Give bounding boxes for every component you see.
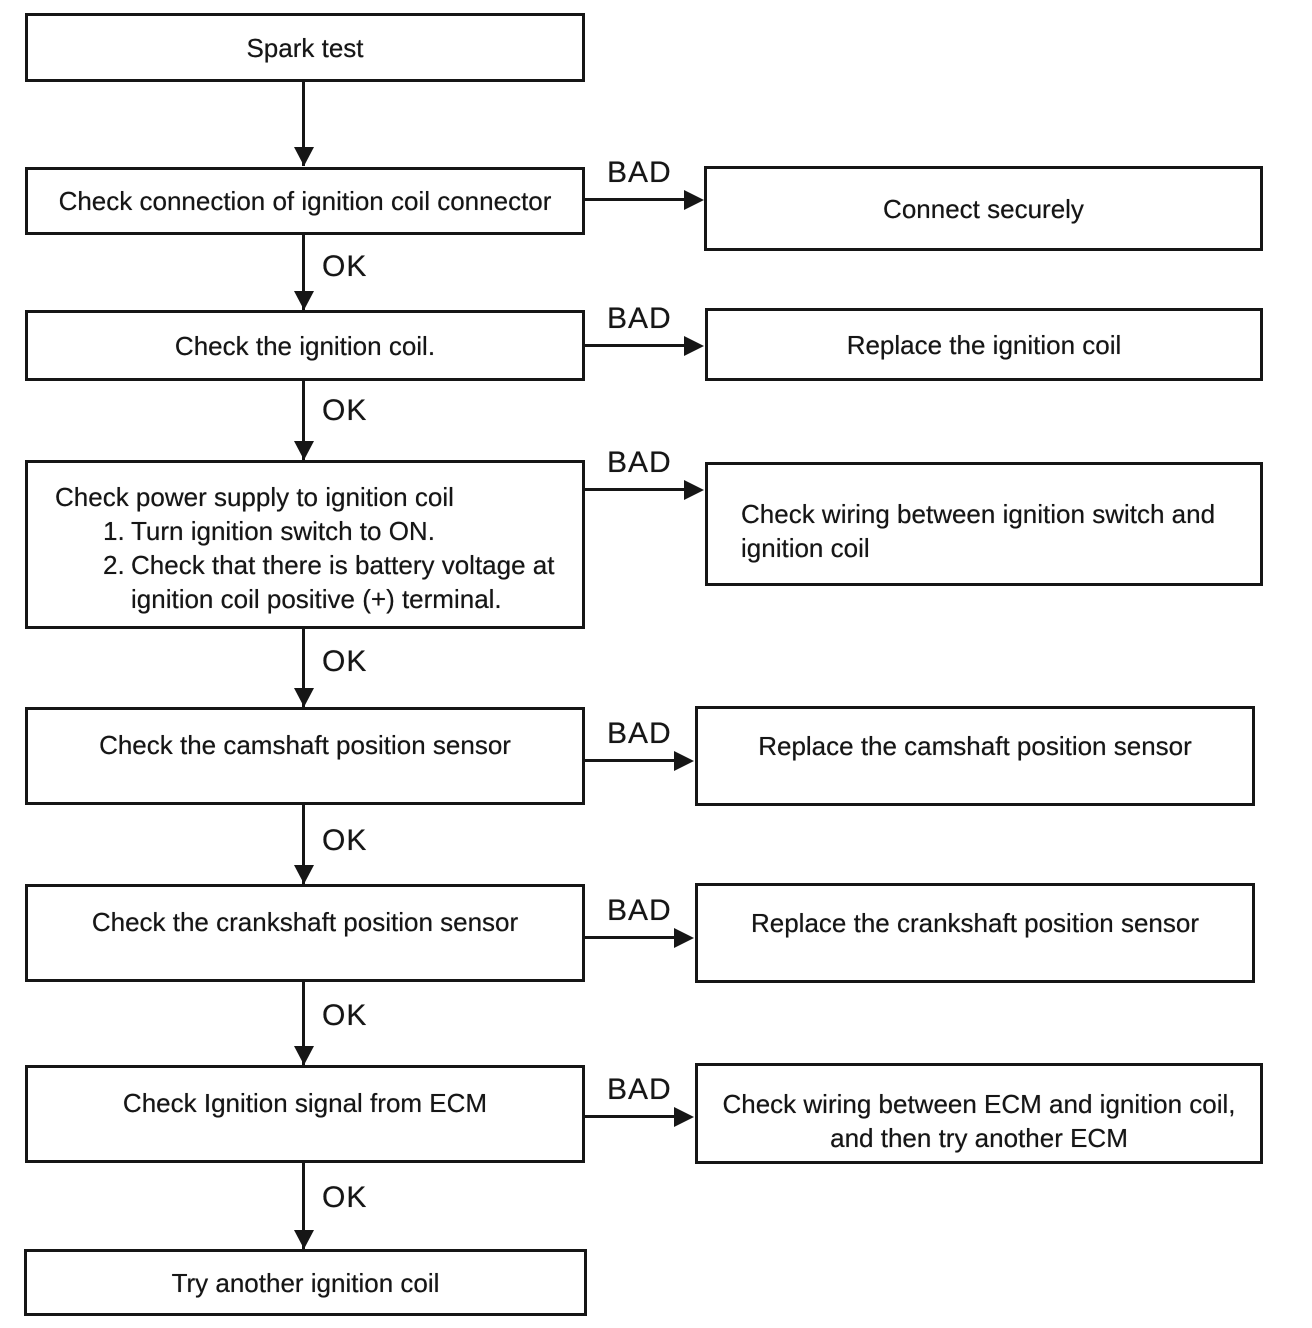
node-replace-camshaft-sensor: Replace the camshaft position sensor <box>695 706 1255 806</box>
node-check-wiring-switch: Check wiring between ignition switch and… <box>705 462 1263 586</box>
node-replace-ignition-coil: Replace the ignition coil <box>705 308 1263 381</box>
node-check-ecm-signal-label: Check Ignition signal from ECM <box>122 1088 488 1118</box>
node-spark-test: Spark test <box>25 13 585 82</box>
power-supply-step-1: 1.Turn ignition switch to ON. <box>28 514 576 548</box>
node-spark-test-label: Spark test <box>246 32 364 63</box>
power-supply-step-1-text: Turn ignition switch to ON. <box>131 516 435 546</box>
ok-label-ecm: OK <box>322 1181 368 1214</box>
arrow-power-supply-bad <box>585 488 684 491</box>
bad-label-coil: BAD <box>607 302 672 335</box>
power-supply-step-2: 2.Check that there is battery voltage at <box>28 548 576 582</box>
arrow-crankshaft-to-ecm <box>302 982 305 1065</box>
node-check-camshaft-sensor: Check the camshaft position sensor <box>25 707 585 805</box>
node-check-connection-label: Check connection of ignition coil connec… <box>58 186 552 216</box>
arrow-connection-bad <box>585 198 684 201</box>
node-check-ecm-signal: Check Ignition signal from ECM <box>25 1065 585 1163</box>
arrow-ecm-to-try-another <box>302 1163 305 1249</box>
arrow-spark-to-connection <box>302 82 305 166</box>
ok-label-coil: OK <box>322 394 368 427</box>
ok-label-connection: OK <box>322 250 368 283</box>
node-check-connection: Check connection of ignition coil connec… <box>25 167 585 235</box>
node-check-crankshaft-sensor: Check the crankshaft position sensor <box>25 884 585 982</box>
ok-label-camshaft: OK <box>322 824 368 857</box>
ok-label-power: OK <box>322 645 368 678</box>
node-try-another-coil: Try another ignition coil <box>24 1249 587 1316</box>
arrow-camshaft-bad <box>585 759 674 762</box>
arrow-power-supply-to-camshaft <box>302 629 305 707</box>
arrow-camshaft-to-crankshaft <box>302 805 305 884</box>
power-supply-step-2-text: Check that there is battery voltage at <box>131 550 555 580</box>
node-try-another-coil-label: Try another ignition coil <box>171 1267 440 1298</box>
node-check-crankshaft-sensor-label: Check the crankshaft position sensor <box>91 907 519 937</box>
power-supply-step-2-number: 2. <box>103 550 125 580</box>
power-supply-step-2-continuation: ignition coil positive (+) terminal. <box>131 584 502 614</box>
node-check-wiring-switch-line-2: ignition coil <box>741 533 870 563</box>
node-replace-crankshaft-sensor-label: Replace the crankshaft position sensor <box>750 908 1200 938</box>
node-connect-securely-label: Connect securely <box>883 193 1084 224</box>
arrow-coil-bad <box>585 344 684 347</box>
node-check-wiring-ecm: Check wiring between ECM and ignition co… <box>695 1063 1263 1164</box>
arrow-connection-to-coil <box>302 235 305 310</box>
node-check-camshaft-sensor-label: Check the camshaft position sensor <box>99 730 511 760</box>
bad-label-power: BAD <box>607 446 672 479</box>
node-check-ignition-coil-label: Check the ignition coil. <box>174 330 436 361</box>
node-check-wiring-switch-line-1: Check wiring between ignition switch and <box>741 499 1216 529</box>
node-check-wiring-ecm-line-2: and then try another ECM <box>830 1123 1128 1153</box>
arrow-crankshaft-bad <box>585 936 674 939</box>
node-replace-camshaft-sensor-label: Replace the camshaft position sensor <box>758 731 1192 761</box>
bad-label-ecm: BAD <box>607 1073 672 1106</box>
node-replace-crankshaft-sensor: Replace the crankshaft position sensor <box>695 883 1255 983</box>
node-connect-securely: Connect securely <box>704 166 1263 251</box>
bad-label-camshaft: BAD <box>607 717 672 750</box>
bad-label-connection: BAD <box>607 156 672 189</box>
bad-label-crankshaft: BAD <box>607 894 672 927</box>
arrow-ecm-bad <box>585 1115 674 1118</box>
arrow-coil-to-power-supply <box>302 381 305 460</box>
power-supply-step-1-number: 1. <box>103 516 125 546</box>
ok-label-crankshaft: OK <box>322 999 368 1032</box>
node-check-power-supply: Check power supply to ignition coil 1.Tu… <box>25 460 585 629</box>
node-check-wiring-ecm-line-1: Check wiring between ECM and ignition co… <box>722 1089 1236 1119</box>
node-replace-ignition-coil-label: Replace the ignition coil <box>846 329 1122 360</box>
node-check-ignition-coil: Check the ignition coil. <box>25 310 585 381</box>
power-supply-title: Check power supply to ignition coil <box>55 482 454 512</box>
